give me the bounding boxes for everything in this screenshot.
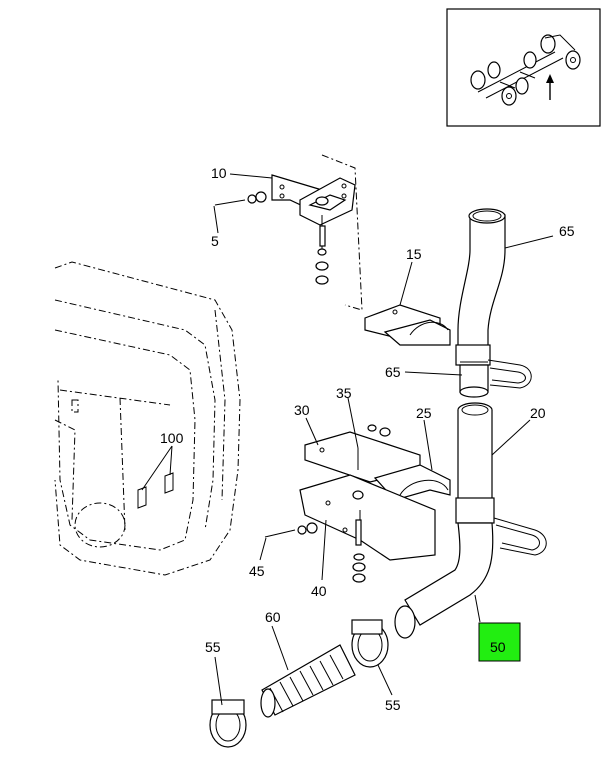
locator-inset [446, 8, 601, 127]
callout-100[interactable]: 100 [160, 430, 184, 446]
upper-stack-pipe [455, 208, 532, 398]
flex-hose [260, 644, 356, 718]
clamp-bracket-upper [364, 304, 451, 346]
callout-65-lower[interactable]: 65 [385, 364, 401, 380]
callout-50[interactable]: 50 [490, 639, 506, 655]
callout-55-left[interactable]: 55 [205, 639, 221, 655]
callout-55-right[interactable]: 55 [385, 697, 401, 713]
chassis-locator-icon [470, 34, 581, 106]
clamp-left [209, 699, 247, 748]
callout-25[interactable]: 25 [416, 405, 432, 421]
upper-bracket [214, 154, 363, 311]
callout-60[interactable]: 60 [265, 609, 281, 625]
cab-outline [54, 261, 241, 576]
callout-20[interactable]: 20 [530, 405, 546, 421]
callout-5[interactable]: 5 [211, 233, 219, 249]
arrow-up-icon [546, 74, 554, 100]
callout-50-highlight[interactable] [478, 622, 521, 662]
lower-bracket [264, 424, 451, 583]
clamp-right [351, 619, 389, 668]
leader-lines [141, 173, 554, 706]
lower-stack-pipe [394, 402, 547, 639]
callout-15[interactable]: 15 [406, 246, 422, 262]
callout-40[interactable]: 40 [311, 583, 327, 599]
callout-45[interactable]: 45 [249, 563, 265, 579]
callout-10[interactable]: 10 [211, 165, 227, 181]
callout-30[interactable]: 30 [294, 402, 310, 418]
callout-35[interactable]: 35 [336, 385, 352, 401]
callout-65-upper[interactable]: 65 [559, 223, 575, 239]
